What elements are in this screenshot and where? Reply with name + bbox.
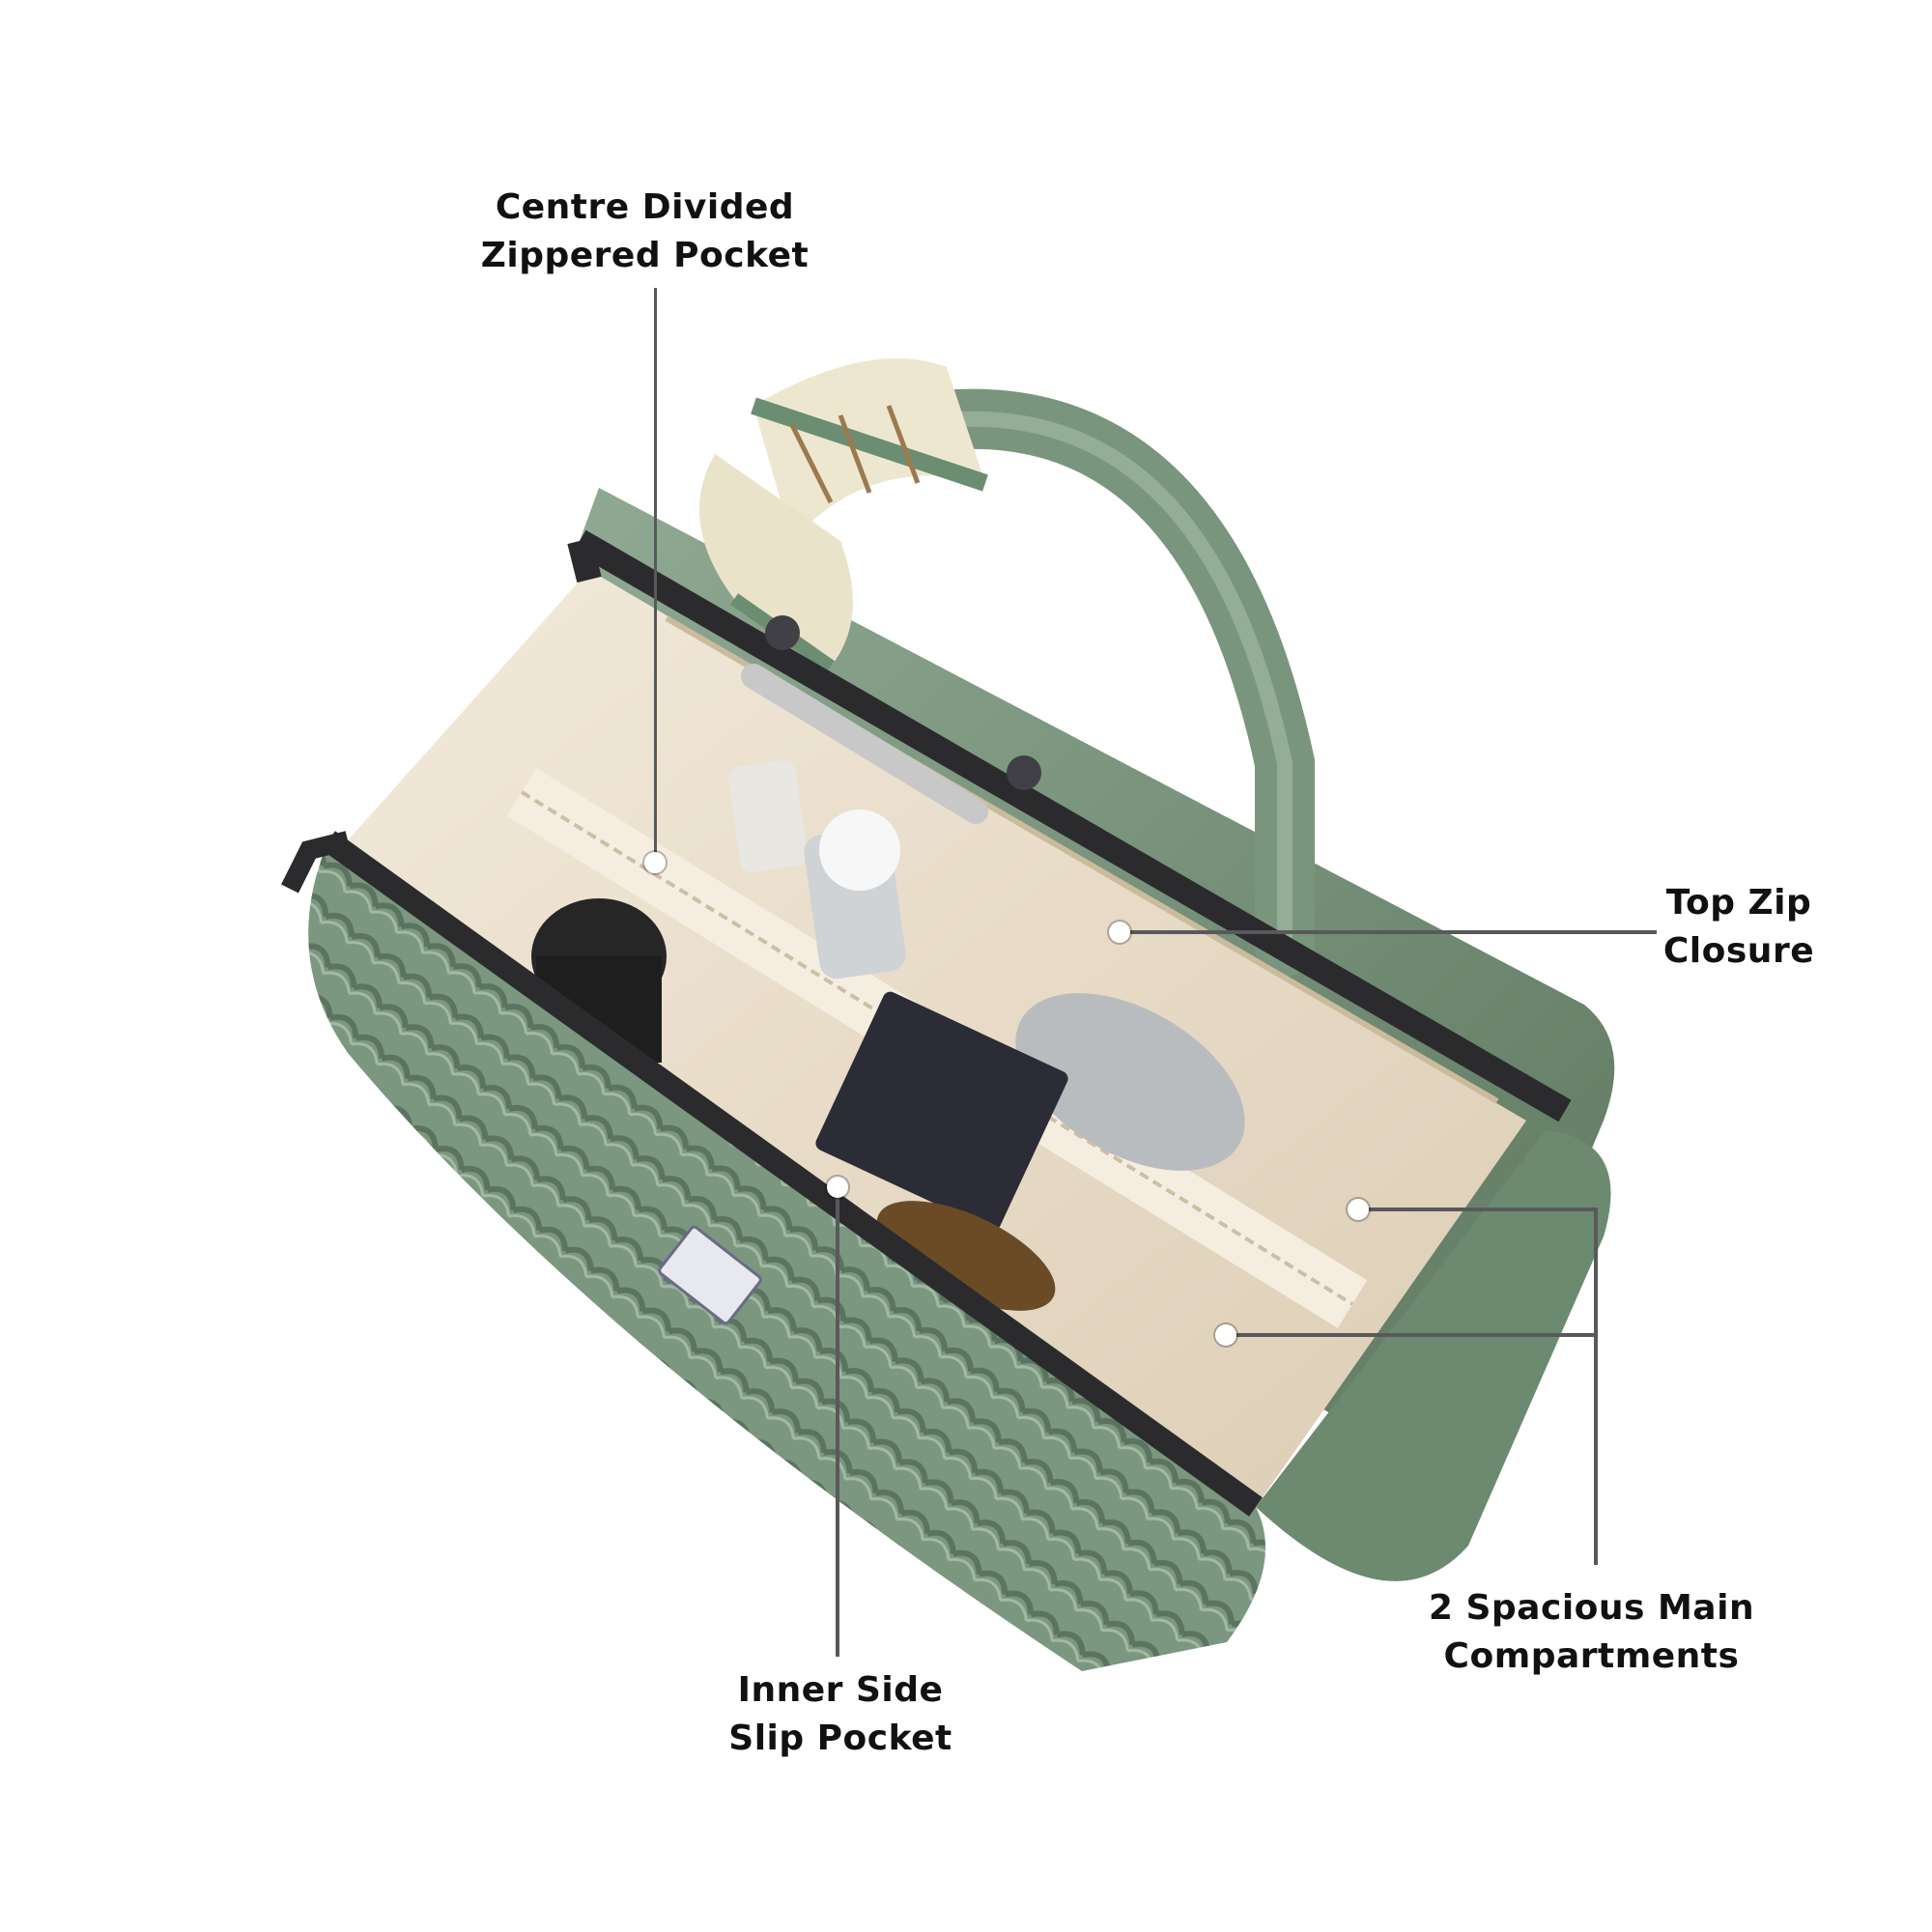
leader-slip-pocket (836, 1188, 839, 1657)
marker-top-zip (1109, 922, 1130, 943)
leader-centre-pocket (654, 288, 657, 867)
leader-compartments-vertical (1594, 1208, 1598, 1565)
label-inner-side-slip-pocket: Inner Side Slip Pocket (728, 1670, 952, 1758)
label-centre-divided-zippered-pocket: Centre Divided Zippered Pocket (480, 187, 810, 275)
leader-compartments-upper (1364, 1208, 1596, 1211)
label-spacious-main-compartments: 2 Spacious Main Compartments (1428, 1588, 1755, 1676)
marker-compartment-2 (1215, 1324, 1236, 1346)
label-top-zip-closure: Top Zip Closure (1662, 883, 1815, 971)
bag-front-panel (281, 831, 1266, 1671)
leader-compartments-lower (1232, 1333, 1596, 1337)
marker-compartment-1 (1348, 1199, 1369, 1220)
marker-centre-pocket (644, 852, 666, 873)
scarf-wrap (699, 358, 988, 672)
marker-slip-pocket (827, 1177, 848, 1198)
bag-side-panel (1256, 1130, 1611, 1581)
leader-top-zip (1125, 930, 1657, 934)
frame-back (567, 529, 1572, 1122)
